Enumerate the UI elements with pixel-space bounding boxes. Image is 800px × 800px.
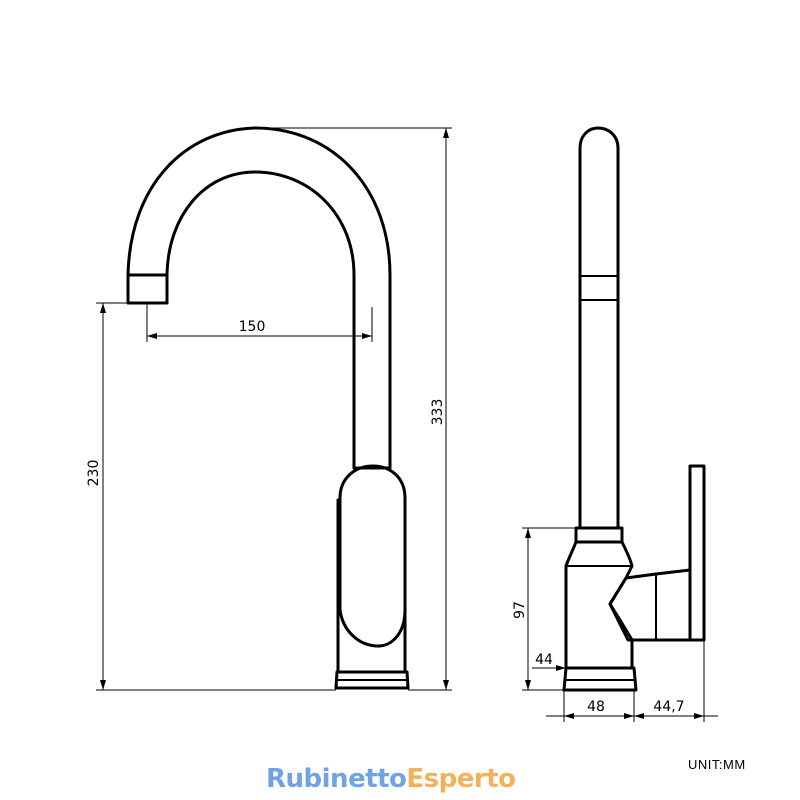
side-body	[564, 540, 634, 670]
side-view	[562, 126, 706, 692]
side-base	[562, 666, 638, 692]
side-handle-block	[608, 568, 692, 642]
dim-150-label: 150	[239, 319, 266, 335]
dim-230-label: 230	[86, 460, 102, 487]
dim-333-label: 333	[430, 399, 446, 426]
side-dimensions: 97 44 48 44,7	[512, 527, 718, 722]
dim-48-label: 48	[587, 699, 605, 715]
brand-logo: RubinettoEsperto	[266, 764, 516, 794]
side-collar	[574, 526, 624, 544]
side-handle-plate	[688, 464, 706, 642]
side-spout-tube	[578, 126, 620, 530]
front-base	[334, 670, 410, 690]
dim-97-label: 97	[512, 601, 528, 619]
front-view	[126, 126, 410, 690]
dim-44-7-label: 44,7	[653, 699, 684, 715]
brand-part-2: Esperto	[406, 764, 516, 794]
unit-label: UNIT:MM	[688, 757, 746, 772]
front-handle	[338, 464, 407, 648]
brand-part-1: Rubinetto	[266, 764, 407, 794]
front-dimensions: 150 230 333	[86, 127, 452, 691]
dim-44-label: 44	[535, 652, 553, 668]
front-aerator	[126, 273, 169, 305]
front-spout	[126, 126, 392, 470]
